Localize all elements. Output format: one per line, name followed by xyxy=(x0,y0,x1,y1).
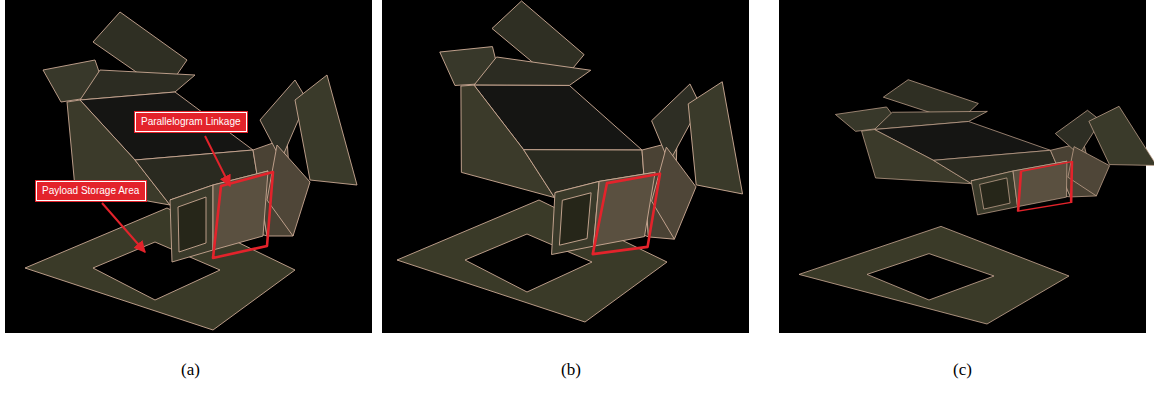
panel-b-figure xyxy=(397,0,758,322)
callout-label: Payload Storage Area xyxy=(42,185,140,197)
folding-body xyxy=(423,0,758,271)
panel-a-figure xyxy=(25,12,357,330)
payload-frame xyxy=(799,226,1069,324)
folding-body xyxy=(831,71,1154,220)
panel-background xyxy=(5,0,372,333)
panel-c-figure xyxy=(799,71,1154,324)
leader-arrow xyxy=(102,203,145,252)
callout-box: Payload Storage Area xyxy=(36,181,146,201)
callout-label: Parallelogram Linkage xyxy=(141,116,241,128)
panel-caption: (a) xyxy=(181,360,200,380)
callout-box: Parallelogram Linkage xyxy=(135,112,247,132)
folding-body xyxy=(43,12,357,262)
panel-caption: (b) xyxy=(561,360,581,380)
leader-arrow xyxy=(205,136,230,186)
panel-caption: (c) xyxy=(953,360,972,380)
